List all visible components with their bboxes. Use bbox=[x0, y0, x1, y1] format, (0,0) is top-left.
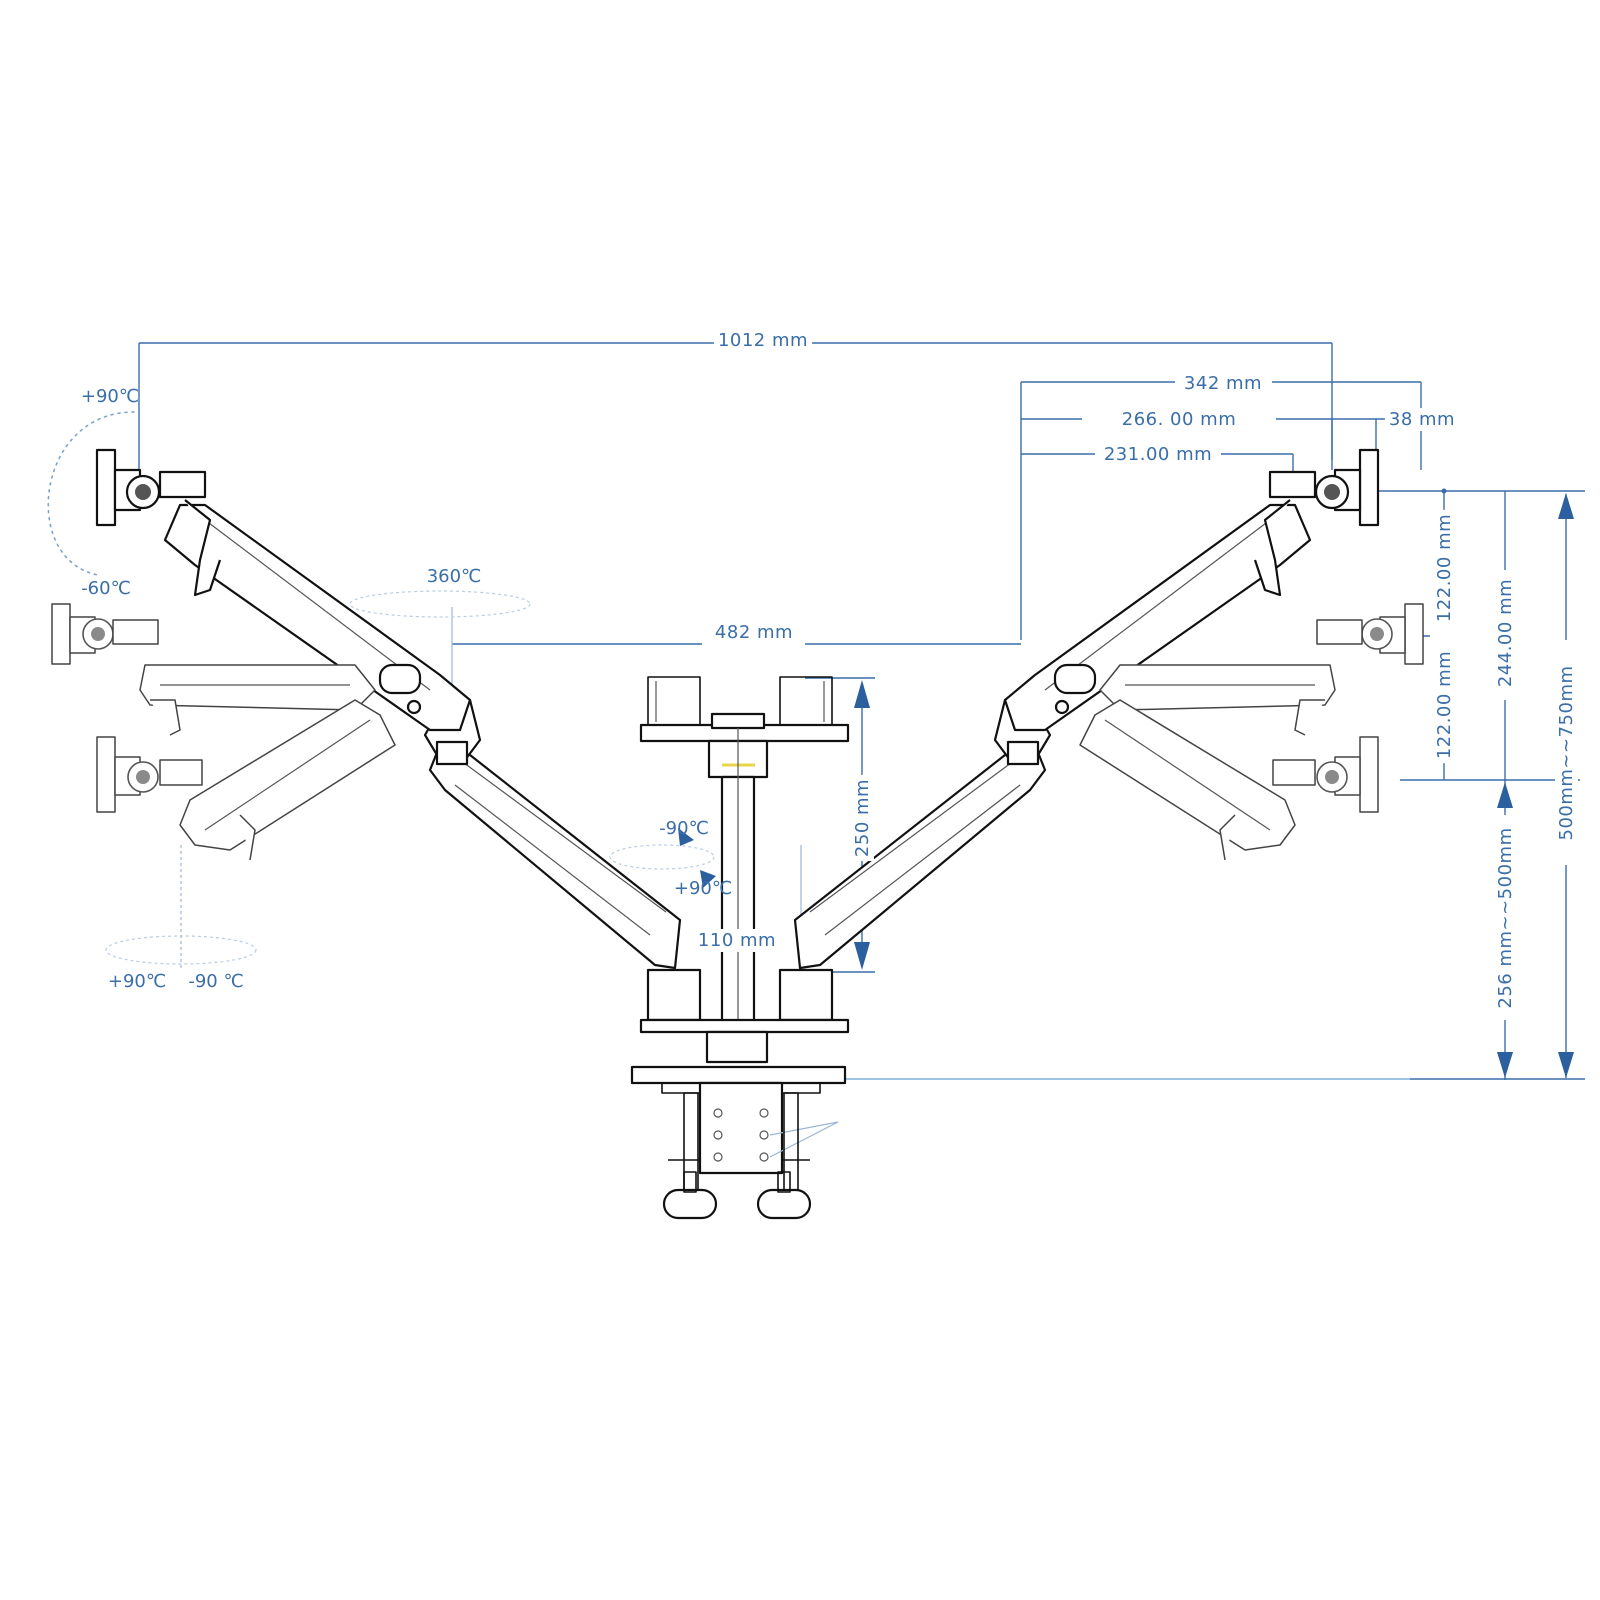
rotate-arrow-icon bbox=[678, 828, 694, 846]
label-backing bbox=[851, 774, 874, 862]
label-backing bbox=[1433, 646, 1456, 764]
label-backing bbox=[1179, 372, 1267, 395]
label-backing bbox=[1494, 823, 1517, 1013]
label-backing bbox=[1099, 443, 1217, 466]
label-backing bbox=[1433, 509, 1456, 627]
label-backing bbox=[1384, 408, 1460, 431]
angle-labels: +90℃ -60℃ 360℃ -90℃ +90℃ +90℃ -90 ℃ bbox=[81, 386, 732, 992]
total-height-label: 500mm~~750mm bbox=[1556, 665, 1577, 840]
reach-266-label: 266. 00 mm bbox=[1122, 409, 1237, 430]
swivel-angle-label: 360℃ bbox=[427, 566, 482, 587]
rotation-indicators bbox=[47, 411, 716, 965]
tilt-down-122-label: 122.00 mm bbox=[1434, 651, 1455, 759]
rotate-minus-angle-label: -90℃ bbox=[659, 818, 709, 839]
tilt-total-244-label: 244.00 mm bbox=[1495, 579, 1516, 687]
mount-base bbox=[630, 676, 850, 1220]
rotate-arrow-icon-2 bbox=[700, 870, 716, 888]
label-backing bbox=[713, 329, 813, 352]
left-arm bbox=[95, 448, 682, 970]
tilt-up-122-label: 122.00 mm bbox=[1434, 514, 1455, 622]
tilt-up-angle-label: +90℃ bbox=[81, 386, 139, 407]
pan-plus-angle-label: +90℃ bbox=[108, 971, 166, 992]
pole-250-label: 250 mm bbox=[852, 779, 873, 857]
dimension-lines bbox=[138, 342, 1585, 1080]
right-arm bbox=[793, 448, 1380, 970]
reach-231-label: 231.00 mm bbox=[1104, 444, 1212, 465]
label-backing bbox=[1555, 661, 1578, 845]
label-backing bbox=[693, 929, 781, 952]
left-arm-ghost bbox=[51, 603, 396, 861]
span-482-label: 482 mm bbox=[715, 622, 793, 643]
reach-342-label: 342 mm bbox=[1184, 373, 1262, 394]
tilt-down-angle-label: -60℃ bbox=[81, 578, 131, 599]
right-arm-ghost bbox=[1079, 603, 1424, 861]
rotate-plus-angle-label: +90℃ bbox=[674, 878, 732, 899]
desk-height-label: 256 mm~~500mm bbox=[1495, 827, 1516, 1008]
label-backing bbox=[1117, 408, 1241, 431]
label-backing bbox=[1494, 574, 1517, 692]
dimension-labels: 1012 mm 342 mm 266. 00 mm 38 mm 231.00 m… bbox=[693, 329, 1578, 1013]
pan-minus-angle-label: -90 ℃ bbox=[188, 971, 243, 992]
label-backing bbox=[710, 621, 798, 644]
overall-width-label: 1012 mm bbox=[718, 330, 808, 351]
vesa-offset-label: 38 mm bbox=[1389, 409, 1455, 430]
offset-110-label: 110 mm bbox=[698, 930, 776, 951]
